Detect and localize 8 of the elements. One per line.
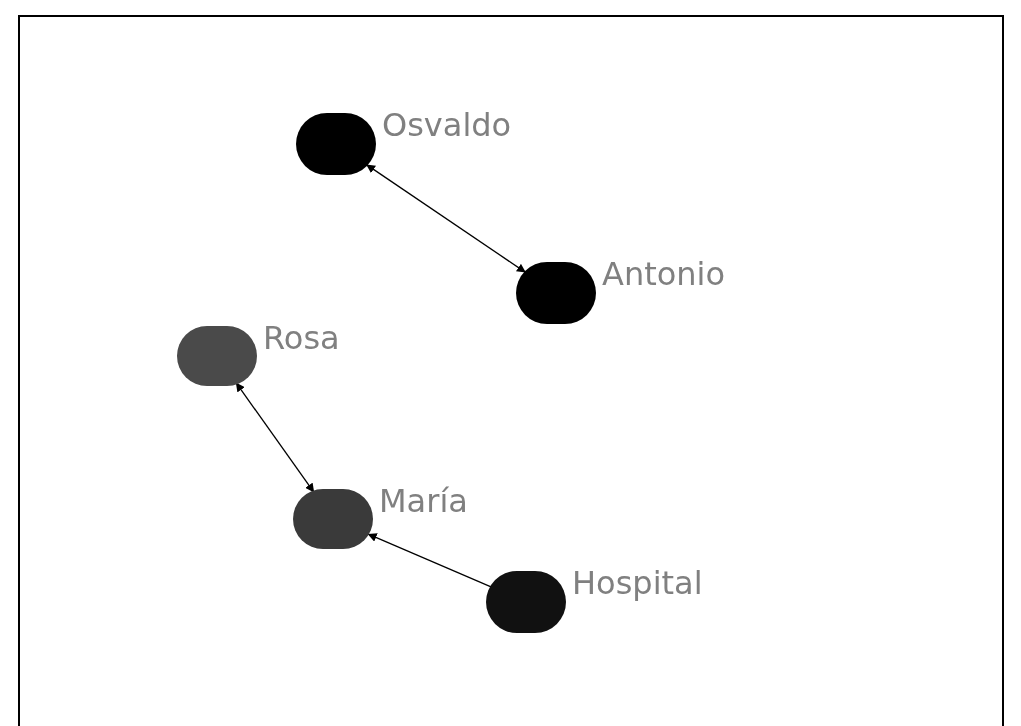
- arrow: [235, 381, 315, 494]
- node-label: Hospital: [572, 567, 703, 599]
- node-label: Antonio: [602, 258, 726, 290]
- arrow: [367, 533, 492, 588]
- arrow: [365, 163, 527, 274]
- node-label: Rosa: [263, 322, 340, 354]
- node-label: Osvaldo: [382, 109, 512, 141]
- node-label: María: [379, 485, 468, 517]
